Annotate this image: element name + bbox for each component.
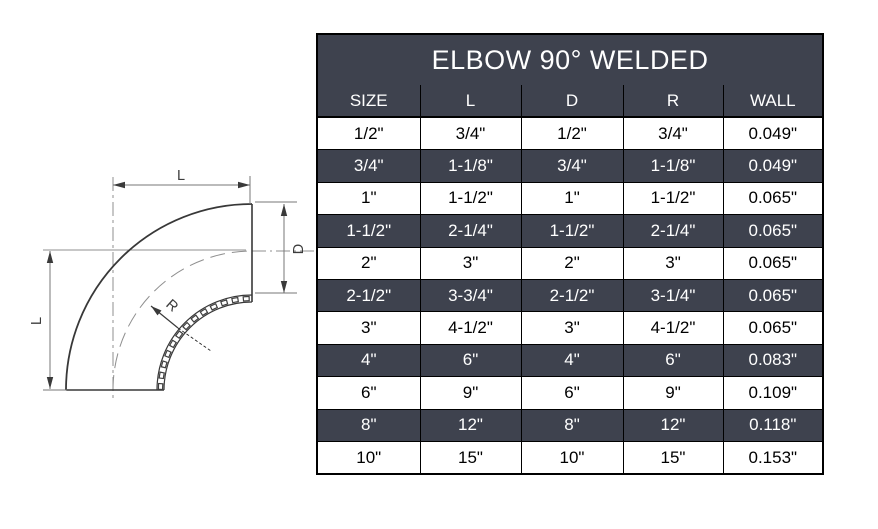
spec-cell: 4" [316, 343, 421, 378]
spec-cell: 0.065" [722, 311, 824, 345]
spec-table: ELBOW 90° WELDED SIZE L D R WALL 1/2" 3/… [316, 33, 825, 476]
spec-cell: 10" [316, 440, 421, 475]
spec-cell: 6" [419, 343, 522, 378]
arrowhead-d-down-icon [280, 281, 288, 293]
spec-cell: 2-1/2" [316, 278, 421, 313]
spec-cell: 3" [622, 246, 724, 280]
spec-cell: 1-1/2" [419, 181, 522, 216]
spec-cell: 1" [316, 181, 421, 216]
spec-cell: 0.118" [722, 408, 824, 442]
spec-cell: 0.065" [722, 246, 824, 280]
spec-cell: 3-3/4" [419, 278, 522, 313]
table-row: 3/4" 1-1/8" 3/4" 1-1/8" 0.049" [316, 149, 824, 183]
spec-cell: 2" [316, 246, 421, 280]
spec-cell: 9" [419, 376, 522, 410]
spec-cell: 15" [419, 440, 522, 475]
spec-cell: 6" [622, 343, 724, 378]
spec-cell: 1-1/8" [622, 149, 724, 183]
spec-cell: 8" [316, 408, 421, 442]
table-row: 1" 1-1/2" 1" 1-1/2" 0.065" [316, 181, 824, 216]
elbow-inner-arc-inner [163, 301, 253, 391]
spec-cell: 1-1/8" [419, 149, 522, 183]
arrowhead-left-icon [113, 181, 125, 189]
dim-label-d: D [291, 244, 307, 254]
table-title: ELBOW 90° WELDED [317, 34, 824, 85]
arrowhead-up-icon [46, 251, 54, 263]
dim-label-l-top: L [177, 168, 185, 184]
spec-cell: 15" [622, 440, 724, 475]
dim-label-r: R [162, 297, 180, 316]
column-header-size: SIZE [317, 85, 420, 118]
spec-cell: 2-1/4" [622, 214, 724, 248]
spec-cell: 3-1/4" [622, 278, 724, 313]
elbow-inner-arc-outer [156, 294, 253, 391]
spec-cell: 3" [316, 311, 421, 345]
spec-cell: 1/2" [520, 116, 624, 151]
spec-cell: 2-1/4" [419, 214, 522, 248]
spec-cell: 3/4" [622, 116, 724, 151]
spec-cell: 2-1/2" [520, 278, 624, 313]
spec-cell: 2" [520, 246, 624, 280]
spec-cell: 1/2" [316, 116, 421, 151]
centerline-arc [112, 250, 253, 391]
spec-cell: 1-1/2" [520, 214, 624, 248]
spec-cell: 4" [520, 343, 624, 378]
spec-cell: 0.083" [722, 343, 824, 378]
elbow-wall-hatch-inner [159, 297, 253, 391]
spec-cell: 0.153" [722, 440, 824, 475]
table-row: 2" 3" 2" 3" 0.065" [316, 246, 824, 280]
spec-cell: 0.049" [722, 149, 824, 183]
table-row: 6" 9" 6" 9" 0.109" [316, 376, 824, 410]
spec-cell: 9" [622, 376, 724, 410]
column-header-l: L [419, 85, 521, 118]
spec-cell: 6" [316, 376, 421, 410]
spec-cell: 8" [520, 408, 624, 442]
spec-cell: 3/4" [419, 116, 522, 151]
table-row: 1/2" 3/4" 1/2" 3/4" 0.049" [316, 116, 824, 151]
arrowhead-down-icon [46, 377, 54, 389]
table-row: 3" 4-1/2" 3" 4-1/2" 0.065" [316, 311, 824, 345]
spec-cell: 0.049" [722, 116, 824, 151]
arrowhead-right-icon [238, 181, 250, 189]
leader-line-r [177, 327, 212, 352]
spec-cell: 4-1/2" [622, 311, 724, 345]
table-row: 2-1/2" 3-3/4" 2-1/2" 3-1/4" 0.065" [316, 278, 824, 313]
table-row: 1-1/2" 2-1/4" 1-1/2" 2-1/4" 0.065" [316, 214, 824, 248]
arrowhead-d-up-icon [280, 204, 288, 216]
title-row: ELBOW 90° WELDED [317, 34, 824, 85]
column-header-row: SIZE L D R WALL [317, 85, 824, 118]
spec-cell: 6" [520, 376, 624, 410]
spec-cell: 12" [419, 408, 522, 442]
table-row: 10" 15" 10" 15" 0.153" [316, 440, 824, 475]
spec-cell: 3" [520, 311, 624, 345]
spec-cell: 4-1/2" [419, 311, 522, 345]
elbow-outer-arc [65, 203, 253, 391]
spec-cell: 3/4" [316, 149, 421, 183]
spec-cell: 0.065" [722, 181, 824, 216]
dim-label-l-left: L [29, 317, 45, 325]
table-row: 4" 6" 4" 6" 0.083" [316, 343, 824, 378]
spec-cell: 1-1/2" [316, 214, 421, 248]
table-body: 1/2" 3/4" 1/2" 3/4" 0.049" 3/4" 1-1/8" 3… [316, 116, 824, 475]
arrowhead-r-icon [151, 306, 162, 316]
spec-cell: 1" [520, 181, 624, 216]
column-header-r: R [622, 85, 723, 118]
spec-cell: 1-1/2" [622, 181, 724, 216]
spec-cell: 3" [419, 246, 522, 280]
spec-cell: 12" [622, 408, 724, 442]
spec-cell: 0.065" [722, 278, 824, 313]
spec-cell: 10" [520, 440, 624, 475]
column-header-wall: WALL [722, 85, 824, 118]
spec-cell: 0.109" [722, 376, 824, 410]
spec-cell: 0.065" [722, 214, 824, 248]
column-header-d: D [520, 85, 623, 118]
spec-cell: 3/4" [520, 149, 624, 183]
table-row: 8" 12" 8" 12" 0.118" [316, 408, 824, 442]
